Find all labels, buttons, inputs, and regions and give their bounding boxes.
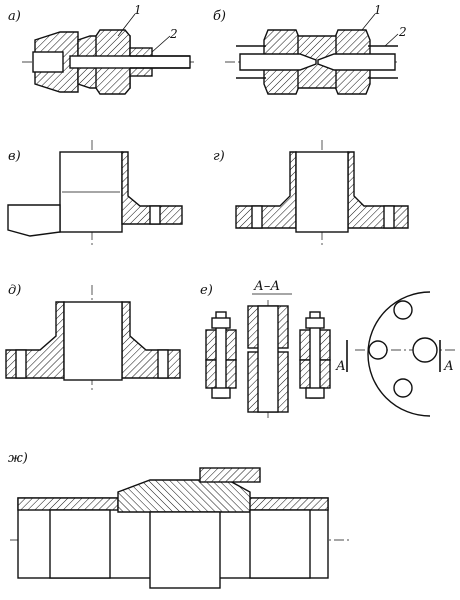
callout-2: 2	[398, 25, 407, 39]
flange-right	[121, 301, 181, 379]
label-b: б)	[213, 9, 226, 24]
bolt-head	[393, 378, 413, 398]
flange-view	[7, 204, 61, 237]
flange-left	[5, 301, 65, 379]
label-a: а)	[8, 9, 21, 24]
label-v: в)	[8, 149, 21, 164]
label-d: д)	[8, 283, 21, 298]
pipe-bore	[295, 151, 349, 233]
figure-d: д)	[5, 283, 181, 390]
nut-top	[211, 317, 231, 329]
callout-1: 1	[134, 3, 142, 17]
pipe-bore	[257, 305, 279, 413]
nut-bottom	[305, 387, 325, 399]
callout-1: 1	[374, 3, 382, 17]
nut-top	[305, 317, 325, 329]
section-title: А–А	[253, 279, 280, 294]
flange-right	[347, 151, 409, 229]
flange-plan	[367, 291, 431, 417]
right-pipe	[317, 53, 396, 71]
label-zh: ж)	[8, 451, 28, 466]
figure-v: в)	[7, 140, 183, 245]
bore	[32, 51, 64, 73]
pipe-bore	[63, 301, 123, 381]
bolt-hole	[149, 205, 161, 225]
pipe-end-right	[249, 509, 311, 579]
bolt-head	[393, 300, 413, 320]
flange-section	[121, 151, 183, 225]
callout-2: 2	[169, 27, 178, 41]
figure-a: а) 1 2	[8, 3, 195, 95]
left-pipe	[239, 53, 317, 71]
bolt-hole	[157, 349, 169, 379]
label-e: е)	[200, 283, 213, 298]
leader-2	[384, 33, 399, 47]
bolt-hole	[383, 205, 395, 229]
leader-1	[361, 13, 376, 31]
leader-2	[151, 35, 171, 53]
figure-g: г)	[213, 140, 409, 245]
nut-bottom	[211, 387, 231, 399]
wall-left	[17, 497, 119, 511]
leader-1	[117, 13, 136, 37]
flange-left	[235, 151, 297, 229]
coupling-sleeve	[117, 479, 251, 513]
section-mark-right: А	[443, 359, 454, 374]
pipe-end-left	[49, 509, 111, 579]
plan-bore	[412, 337, 438, 363]
pipe-end-center	[149, 511, 221, 589]
pipe-bore	[69, 55, 191, 69]
bolt-hole	[15, 349, 27, 379]
figure-zh: ж)	[8, 451, 350, 589]
bolt-head	[368, 340, 388, 360]
section-mark-left: А	[335, 359, 346, 374]
bolt-hole	[251, 205, 263, 229]
figure-e: е) А–А А А	[200, 279, 455, 420]
label-g: г)	[213, 149, 225, 164]
figure-b: б) 1 2	[213, 3, 407, 95]
lock-nut	[199, 467, 261, 483]
